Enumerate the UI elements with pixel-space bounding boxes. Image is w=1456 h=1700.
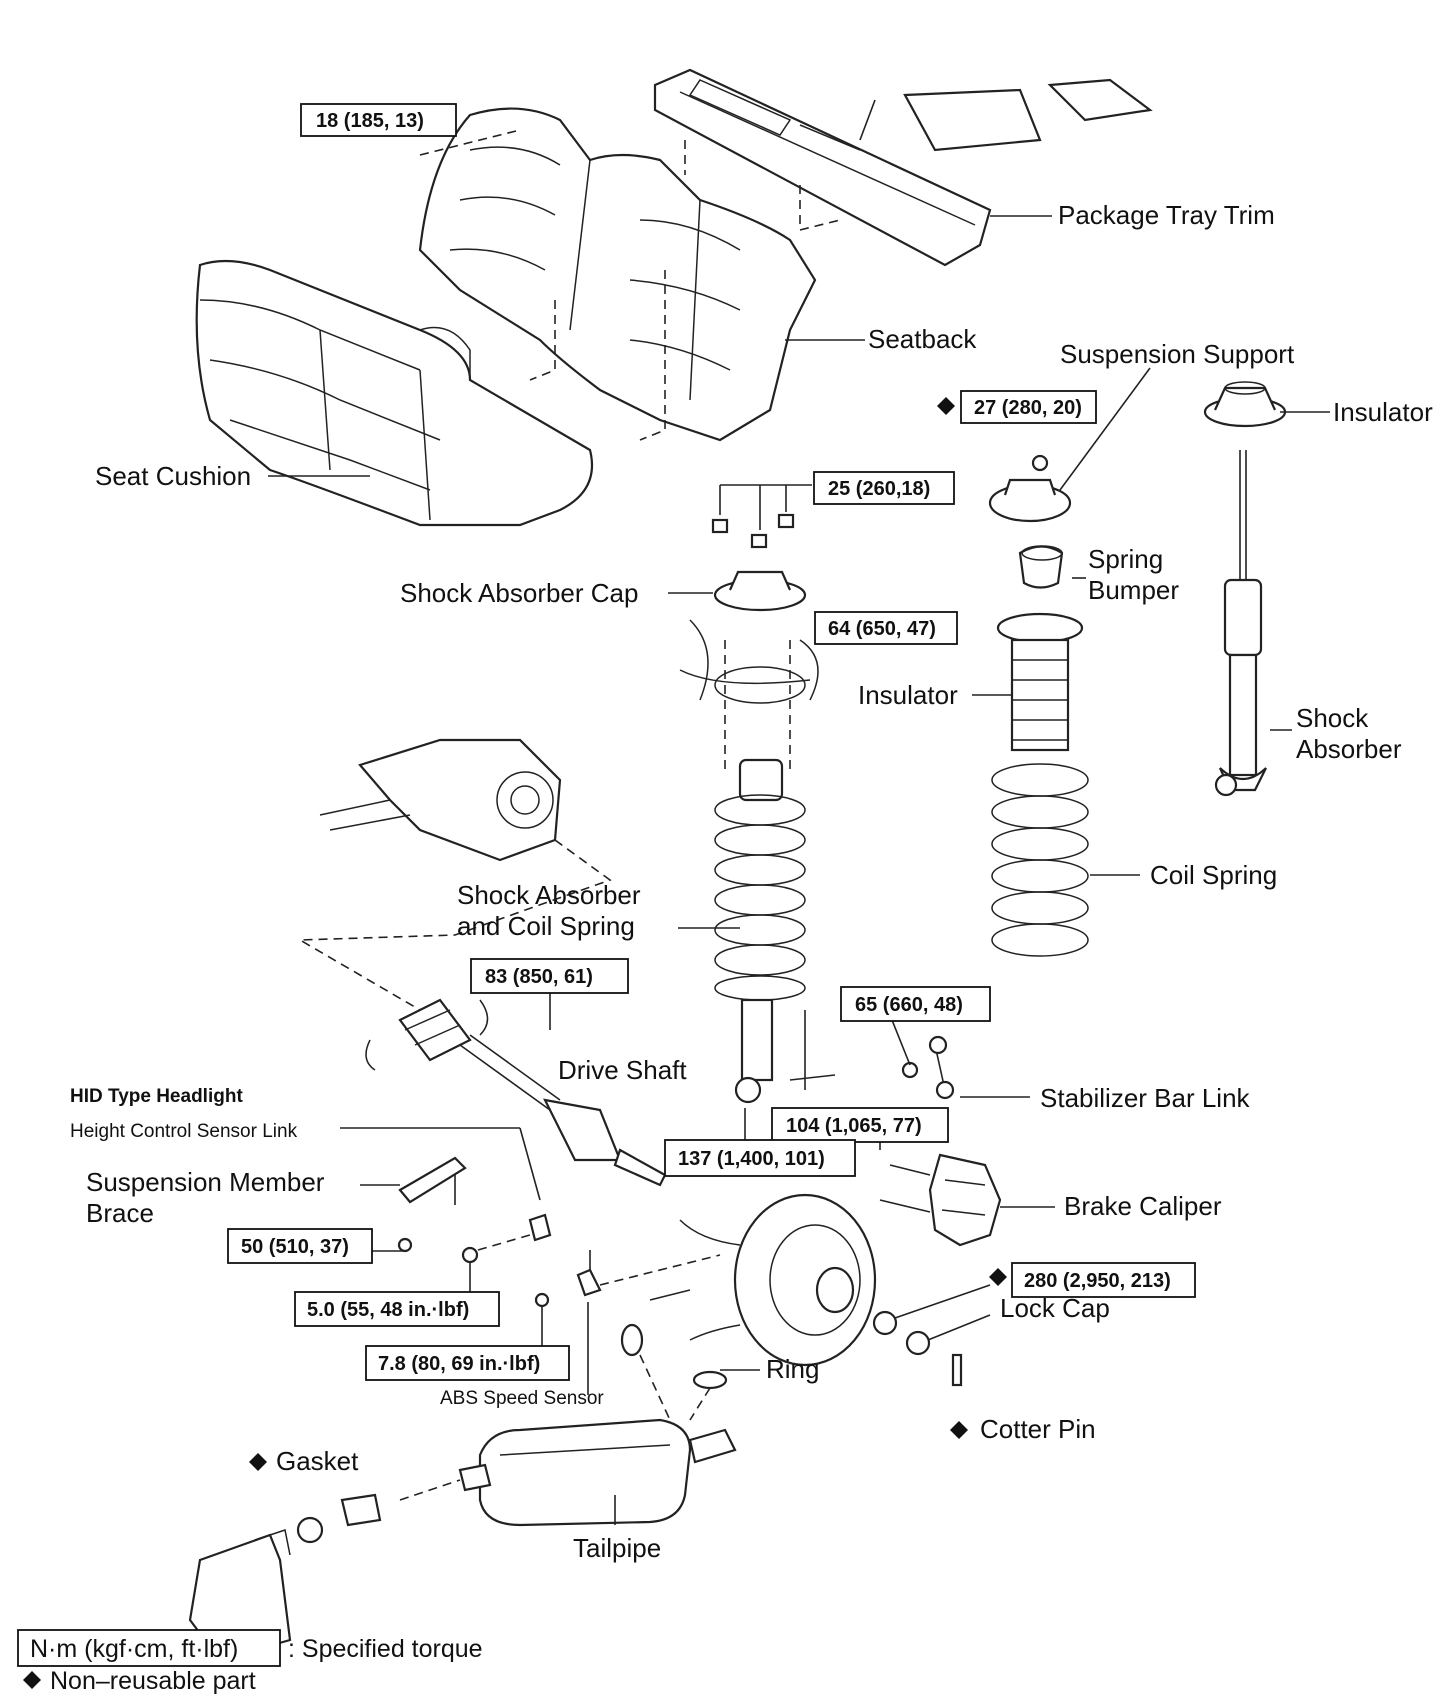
- diamond-icon: [249, 1453, 267, 1471]
- svg-text:65 (660, 48): 65 (660, 48): [855, 994, 963, 1016]
- label-insulator-top: Insulator: [1333, 397, 1433, 427]
- legend-non-reusable: Non–reusable part: [50, 1667, 256, 1695]
- svg-text:83 (850, 61): 83 (850, 61): [485, 966, 593, 988]
- label-coil-spring: Coil Spring: [1150, 860, 1277, 890]
- svg-text:5.0 (55, 48 in.·lbf): 5.0 (55, 48 in.·lbf): [307, 1299, 469, 1321]
- svg-text:280 (2,950, 213): 280 (2,950, 213): [1024, 1270, 1171, 1292]
- label-cotter-pin: Cotter Pin: [980, 1414, 1096, 1444]
- svg-text:137 (1,400, 101): 137 (1,400, 101): [678, 1148, 825, 1170]
- svg-text:25 (260,18): 25 (260,18): [828, 478, 930, 500]
- torque-box-sensor-link: 5.0 (55, 48 in.·lbf): [294, 1291, 500, 1327]
- legend-torque-unit: N·m (kgf·cm, ft·lbf): [30, 1635, 238, 1663]
- label-seat-cushion: Seat Cushion: [95, 461, 251, 491]
- label-suspension-support: Suspension Support: [1060, 339, 1295, 369]
- label-spring-bumper-line1: Spring: [1088, 544, 1163, 574]
- label-gasket: Gasket: [276, 1446, 359, 1476]
- label-seatback: Seatback: [868, 324, 977, 354]
- coil-spring-drawing: [991, 763, 1089, 957]
- brake-disc-hub-drawing: [649, 1193, 877, 1367]
- svg-text:18 (185, 13): 18 (185, 13): [316, 110, 424, 132]
- label-spring-bumper-line2: Bumper: [1088, 575, 1179, 605]
- label-brake-caliper: Brake Caliper: [1064, 1191, 1222, 1221]
- torque-box-cap: 25 (260,18): [813, 471, 955, 505]
- lock-cap-drawing: [872, 1284, 991, 1387]
- torque-box-stabilizer: 65 (660, 48): [840, 986, 991, 1022]
- svg-text:64 (650, 47): 64 (650, 47): [828, 618, 936, 640]
- stabilizer-link-drawing: [901, 1035, 955, 1100]
- label-tailpipe: Tailpipe: [573, 1533, 661, 1563]
- suspension-support-drawing: [988, 454, 1072, 523]
- sensor-parts-drawing: [461, 1213, 721, 1308]
- torque-box-cap-nuts: 64 (650, 47): [814, 611, 958, 645]
- label-shock-absorber-line1: Shock: [1296, 703, 1369, 733]
- label-height-sensor-link: Height Control Sensor Link: [70, 1121, 298, 1142]
- label-shock-absorber-cap: Shock Absorber Cap: [400, 578, 638, 608]
- torque-box-seatback: 18 (185, 13): [300, 103, 457, 137]
- torque-box-lower: 137 (1,400, 101): [664, 1139, 856, 1177]
- brake-caliper-drawing: [879, 1153, 1002, 1247]
- torque-box-brace: 50 (510, 37): [227, 1228, 373, 1264]
- tailpipe-muffler-drawing: [188, 1418, 737, 1662]
- label-suspension-member-line2: Brace: [86, 1198, 154, 1228]
- svg-text:27 (280, 20): 27 (280, 20): [974, 397, 1082, 419]
- seat-cushion-drawing: [195, 259, 594, 527]
- non-reusable-markers: [23, 397, 1007, 1689]
- suspension-member-brace-drawing: [397, 1156, 467, 1253]
- svg-text:104 (1,065, 77): 104 (1,065, 77): [786, 1115, 922, 1137]
- ring-drawing: [620, 1323, 728, 1421]
- part-labels: Package Tray Trim Seatback Suspension Su…: [70, 200, 1433, 1563]
- label-hid-type-headlight: HID Type Headlight: [70, 1086, 243, 1107]
- svg-text:7.8 (80, 69 in.·lbf): 7.8 (80, 69 in.·lbf): [378, 1353, 540, 1375]
- differential-drawing: [297, 738, 612, 1011]
- strut-assembly-drawing: [679, 619, 836, 1104]
- torque-box-drive: 83 (850, 61): [470, 958, 629, 994]
- insulator-top-drawing: [1203, 381, 1287, 428]
- diamond-icon: [937, 397, 955, 415]
- torque-box-caliper: 104 (1,065, 77): [771, 1107, 949, 1143]
- shock-absorber-right-drawing: [1214, 450, 1267, 797]
- label-stabilizer-bar-link: Stabilizer Bar Link: [1040, 1083, 1251, 1113]
- torque-box-support: 27 (280, 20): [960, 390, 1097, 424]
- torque-box-abs: 7.8 (80, 69 in.·lbf): [365, 1345, 570, 1381]
- spring-bumper-drawing: [1018, 545, 1064, 589]
- label-lock-cap: Lock Cap: [1000, 1293, 1110, 1323]
- diamond-icon: [950, 1421, 968, 1439]
- label-drive-shaft: Drive Shaft: [558, 1055, 687, 1085]
- label-shock-absorber-line2: Absorber: [1296, 734, 1402, 764]
- seatback-drawing: [418, 107, 817, 442]
- diamond-icon: [23, 1671, 41, 1689]
- label-package-tray-trim: Package Tray Trim: [1058, 200, 1275, 230]
- label-abs-speed-sensor: ABS Speed Sensor: [440, 1388, 604, 1409]
- insulator-bellows-drawing: [996, 612, 1084, 752]
- shock-absorber-cap-drawing: [711, 484, 812, 612]
- drive-shaft-drawing: [365, 998, 667, 1187]
- label-ring: Ring: [766, 1354, 819, 1384]
- label-suspension-member-line1: Suspension Member: [86, 1167, 325, 1197]
- label-shock-coil-line2: and Coil Spring: [457, 911, 635, 941]
- label-insulator-mid: Insulator: [858, 680, 958, 710]
- svg-text:50 (510, 37): 50 (510, 37): [241, 1236, 349, 1258]
- torque-spec-boxes: 18 (185, 13) 27 (280, 20) 25 (260,18) 64…: [227, 103, 1196, 1381]
- diamond-icon: [989, 1268, 1007, 1286]
- torque-box-hub: 280 (2,950, 213): [1011, 1262, 1196, 1298]
- legend-torque-desc: : Specified torque: [288, 1635, 483, 1663]
- label-shock-coil-line1: Shock Absorber: [457, 880, 641, 910]
- legend: N·m (kgf·cm, ft·lbf) : Specified torque …: [17, 1629, 483, 1695]
- package-tray-trim-drawing: [653, 68, 1153, 267]
